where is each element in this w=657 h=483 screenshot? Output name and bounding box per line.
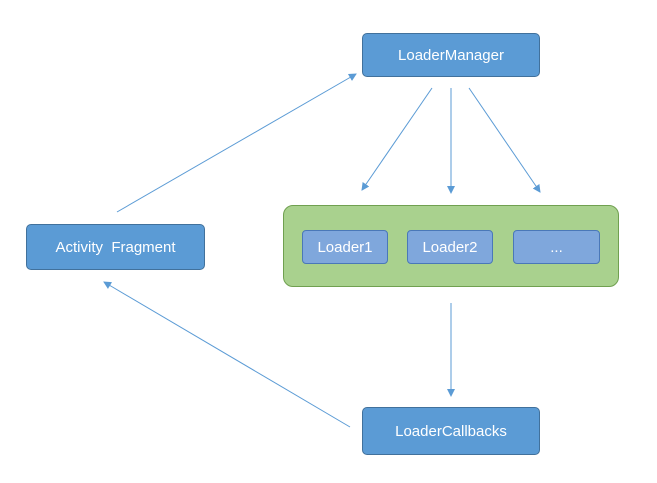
- loader-manager-label: LoaderManager: [398, 46, 504, 64]
- arrow-callbacks-to-activity: [103, 281, 351, 428]
- loader2-label: Loader2: [422, 238, 478, 256]
- arrow-activity-to-manager: [116, 73, 357, 213]
- loader-callbacks-box: LoaderCallbacks: [362, 407, 540, 455]
- activity-fragment-label: Activity Fragment: [55, 238, 176, 256]
- activity-fragment-box: Activity Fragment: [26, 224, 205, 270]
- loader2-box: Loader2: [407, 230, 493, 264]
- arrow-manager-to-loader1: [361, 87, 433, 191]
- loader-manager-box: LoaderManager: [362, 33, 540, 77]
- loader-more-box: ...: [513, 230, 600, 264]
- loader-more-label: ...: [550, 238, 563, 256]
- loader1-box: Loader1: [302, 230, 388, 264]
- loader-callbacks-label: LoaderCallbacks: [395, 422, 507, 440]
- loader1-label: Loader1: [317, 238, 373, 256]
- arrow-manager-to-loader-more: [468, 87, 541, 193]
